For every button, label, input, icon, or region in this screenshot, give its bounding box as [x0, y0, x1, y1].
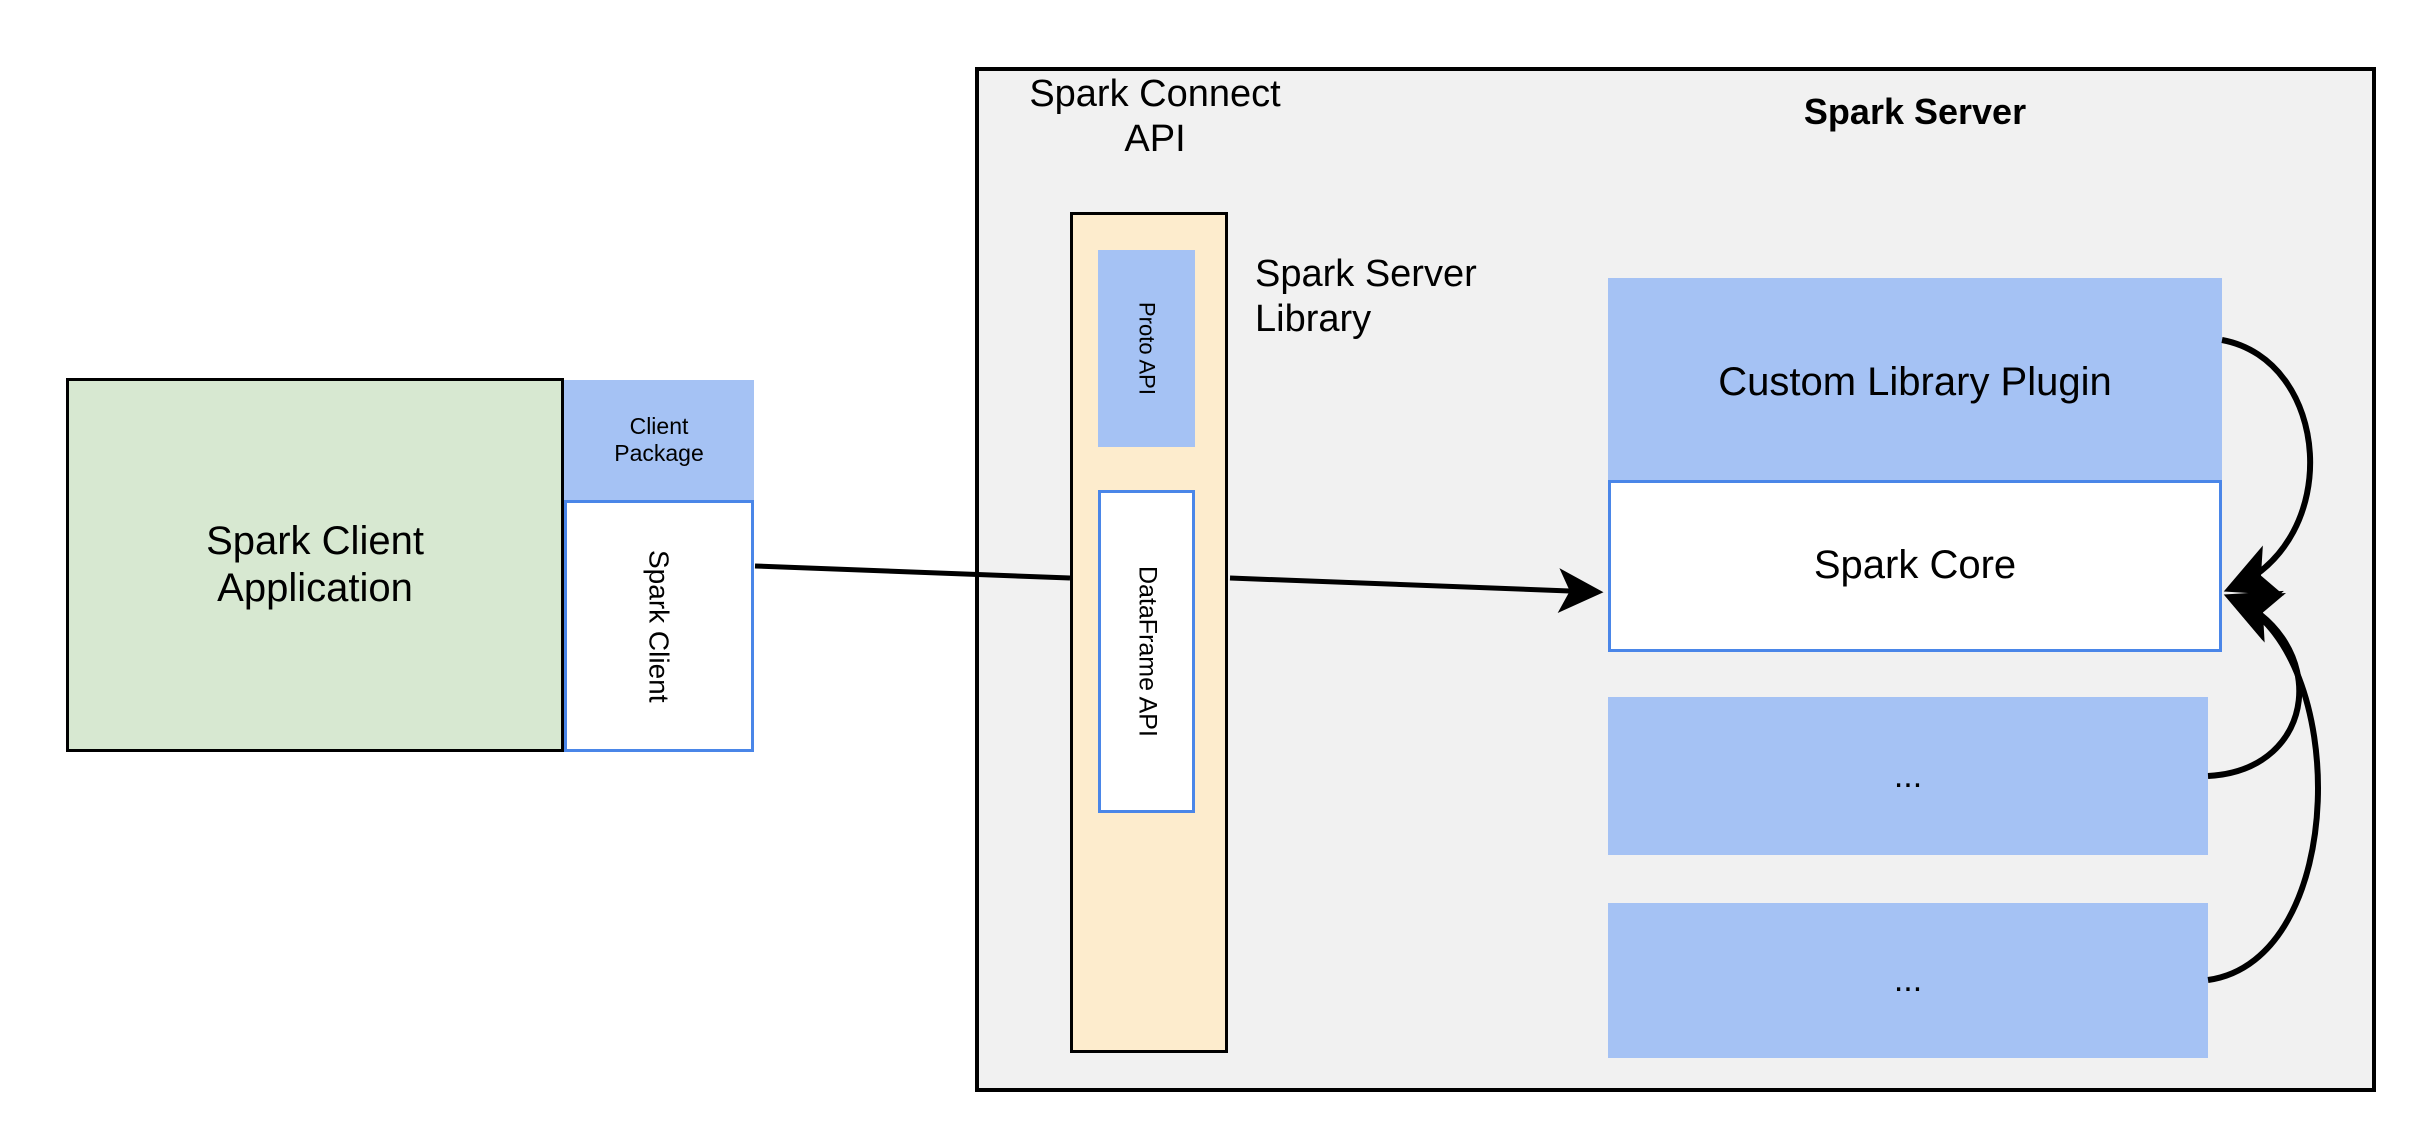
dataframe-api-label: DataFrame API [1133, 566, 1162, 737]
spark-server-title-text: Spark Server [1803, 90, 2027, 132]
dataframe-api-box: DataFrame API [1098, 490, 1195, 813]
custom-library-plugin-label: Custom Library Plugin [1718, 359, 2112, 404]
spark-core-box: Spark Core [1608, 480, 2222, 652]
more-components-label-1: ... [1893, 756, 1923, 795]
custom-library-plugin-box: Custom Library Plugin [1608, 278, 2222, 487]
more-components-label-2: ... [1893, 961, 1923, 1000]
more-components-box-2: ... [1608, 903, 2208, 1058]
more-components-box-1: ... [1608, 697, 2208, 855]
proto-api-box: Proto API [1098, 250, 1195, 447]
spark-core-label: Spark Core [1813, 543, 2017, 588]
spark-server-title: Spark Server [1690, 88, 2140, 136]
spark-client-box: Spark Client [564, 500, 754, 752]
spark-client-label: Spark Client [643, 549, 675, 703]
proto-api-label: Proto API [1134, 302, 1160, 395]
